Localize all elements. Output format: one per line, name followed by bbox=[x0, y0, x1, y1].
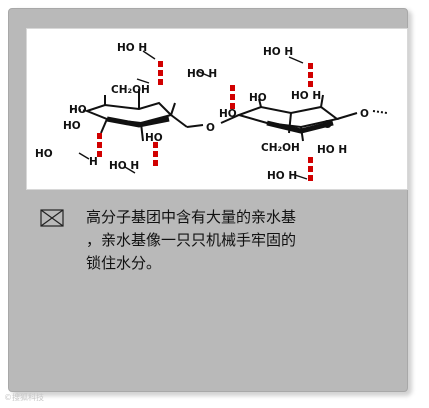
label-ho-ring-right2: HO bbox=[249, 92, 267, 104]
hbond-dash bbox=[153, 142, 158, 148]
label-ho-ring-right: HO bbox=[219, 108, 237, 120]
caption-line-2: ，亲水基像一只只机械手牢固的 bbox=[86, 231, 297, 249]
label-hoh-upper-right: HO H bbox=[291, 90, 321, 102]
hbond-dash bbox=[308, 157, 313, 163]
right-ring bbox=[235, 94, 388, 142]
hbond-dash bbox=[158, 70, 163, 76]
envelope-icon bbox=[40, 209, 64, 227]
hbond-dash bbox=[153, 151, 158, 157]
hbond-dash bbox=[230, 103, 235, 109]
hbond-dash bbox=[97, 133, 102, 139]
watermark: ©搜狐科技 bbox=[4, 393, 44, 402]
hbond-dash bbox=[230, 85, 235, 91]
hbond-dash bbox=[308, 81, 313, 87]
label-hoh-bottom-right: HO H bbox=[267, 170, 297, 182]
label-hoh-top-left: HO H bbox=[117, 42, 147, 54]
hbond-dash bbox=[97, 142, 102, 148]
hbond-dash bbox=[308, 175, 313, 181]
hbond-dash bbox=[230, 94, 235, 100]
hbond-dash bbox=[97, 151, 102, 157]
caption-line-3: 锁住水分。 bbox=[86, 254, 162, 272]
hbond-dash bbox=[153, 160, 158, 166]
hydrogen-bonds bbox=[97, 61, 313, 181]
bridge-bond bbox=[186, 114, 240, 128]
label-o-ring-right: O bbox=[323, 119, 332, 131]
label-hoh-top-right: HO H bbox=[263, 46, 293, 58]
water-bonds bbox=[78, 50, 308, 180]
label-hoh-low-left-h: H bbox=[89, 156, 98, 168]
label-ho-ring-left2: HO bbox=[63, 120, 81, 132]
hbond-dash bbox=[158, 79, 163, 85]
molecule-diagram: HO H CH₂OH HO H HO H HO H HO HO HO HO O … bbox=[26, 28, 408, 190]
label-o-end: O bbox=[360, 108, 369, 120]
label-hoh-mid-far-right: HO H bbox=[317, 144, 347, 156]
caption-line-1: 高分子基团中含有大量的亲水基 bbox=[86, 208, 297, 226]
left-ring bbox=[70, 89, 188, 142]
hbond-dash bbox=[308, 63, 313, 69]
label-ch2oh-right: CH₂OH bbox=[261, 142, 300, 154]
label-ch2oh-left: CH₂OH bbox=[111, 84, 150, 96]
label-ho-ring-left: HO bbox=[69, 104, 87, 116]
label-hoh-mid-left: HO H bbox=[187, 68, 217, 80]
label-ho-bottom-mid: HO bbox=[145, 132, 163, 144]
label-hoh-bottom-left: HO H bbox=[109, 160, 139, 172]
label-o-bridge: O bbox=[206, 122, 215, 134]
hbond-dash bbox=[308, 72, 313, 78]
label-hoh-low-left: HO bbox=[35, 148, 53, 160]
hbond-dash bbox=[308, 166, 313, 172]
caption-text: 高分子基团中含有大量的亲水基 ，亲水基像一只只机械手牢固的 锁住水分。 bbox=[86, 206, 376, 275]
molecule-svg: HO H CH₂OH HO H HO H HO H HO HO HO HO O … bbox=[35, 42, 388, 182]
hbond-dash bbox=[158, 61, 163, 67]
